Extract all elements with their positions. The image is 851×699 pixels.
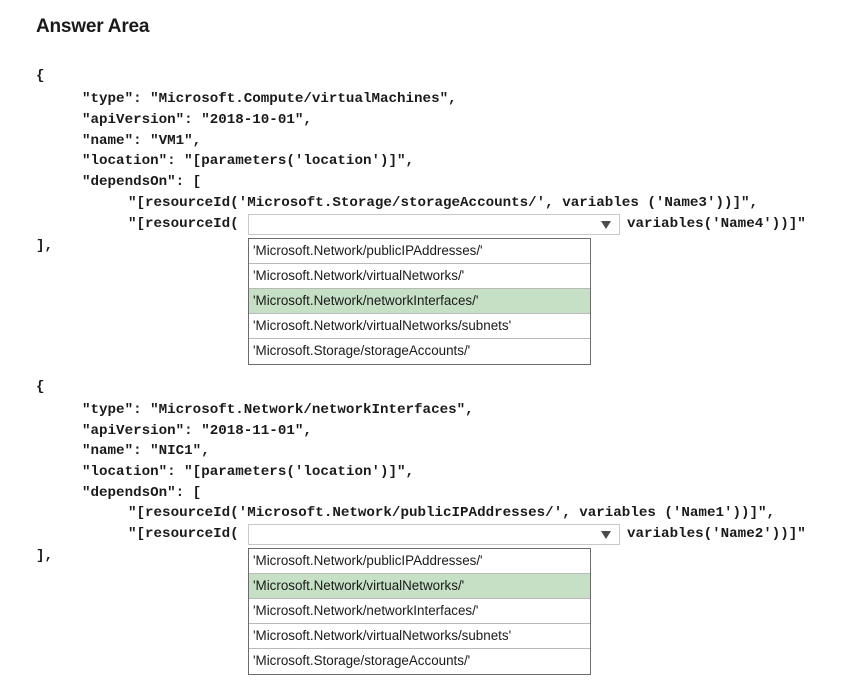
code-type-line: "type": "Microsoft.Network/networkInterf…: [82, 402, 474, 418]
code-close-bracket: ],: [36, 548, 54, 564]
dropdown-option[interactable]: 'Microsoft.Network/virtualNetworks/subne…: [249, 314, 590, 339]
code-dependson-line: "dependsOn": [: [82, 485, 202, 501]
dropdown-option[interactable]: 'Microsoft.Storage/storageAccounts/': [253, 343, 471, 358]
code-apiversion-line: "apiVersion": "2018-10-01",: [82, 112, 312, 128]
dropdown-option[interactable]: 'Microsoft.Network/publicIPAddresses/': [249, 549, 590, 574]
resource-type-dropdown-2[interactable]: [248, 524, 620, 545]
code-apiversion-line: "apiVersion": "2018-11-01",: [82, 423, 312, 439]
dropdown-option[interactable]: 'Microsoft.Network/networkInterfaces/': [249, 289, 590, 314]
dropdown-option[interactable]: 'Microsoft.Network/networkInterfaces/': [249, 599, 590, 624]
code-location-line: "location": "[parameters('location')]",: [82, 153, 415, 169]
triangle-down-icon[interactable]: [601, 221, 611, 229]
code-dependency-1: "[resourceId('Microsoft.Network/publicIP…: [128, 505, 776, 521]
code-dependency-2-prefix: "[resourceId(: [128, 216, 239, 232]
code-name-line: "name": "VM1",: [82, 133, 202, 149]
dropdown-option[interactable]: 'Microsoft.Storage/storageAccounts/': [253, 653, 471, 668]
code-dependency-2-prefix: "[resourceId(: [128, 526, 239, 542]
dropdown-option[interactable]: 'Microsoft.Network/virtualNetworks/': [249, 574, 590, 599]
code-dependency-2-suffix: variables('Name4'))]": [627, 216, 806, 232]
dropdown-option[interactable]: 'Microsoft.Network/publicIPAddresses/': [249, 239, 590, 264]
dropdown-option[interactable]: 'Microsoft.Network/virtualNetworks/': [249, 264, 590, 289]
dropdown-options-list-1[interactable]: 'Microsoft.Network/publicIPAddresses/''M…: [248, 238, 591, 365]
code-open-brace: {: [36, 68, 45, 84]
code-open-brace: {: [36, 379, 45, 395]
dropdown-options-list-2[interactable]: 'Microsoft.Network/publicIPAddresses/''M…: [248, 548, 591, 675]
code-dependency-1: "[resourceId('Microsoft.Storage/storageA…: [128, 195, 759, 211]
answer-area-title: Answer Area: [36, 16, 150, 37]
code-dependency-2-suffix: variables('Name2'))]": [627, 526, 806, 542]
code-name-line: "name": "NIC1",: [82, 443, 210, 459]
code-type-line: "type": "Microsoft.Compute/virtualMachin…: [82, 91, 457, 107]
dropdown-option[interactable]: 'Microsoft.Network/virtualNetworks/subne…: [249, 624, 590, 649]
code-dependson-line: "dependsOn": [: [82, 174, 202, 190]
triangle-down-icon[interactable]: [601, 531, 611, 539]
code-close-bracket: ],: [36, 238, 54, 254]
code-location-line: "location": "[parameters('location')]",: [82, 464, 415, 480]
resource-type-dropdown-1[interactable]: [248, 214, 620, 235]
